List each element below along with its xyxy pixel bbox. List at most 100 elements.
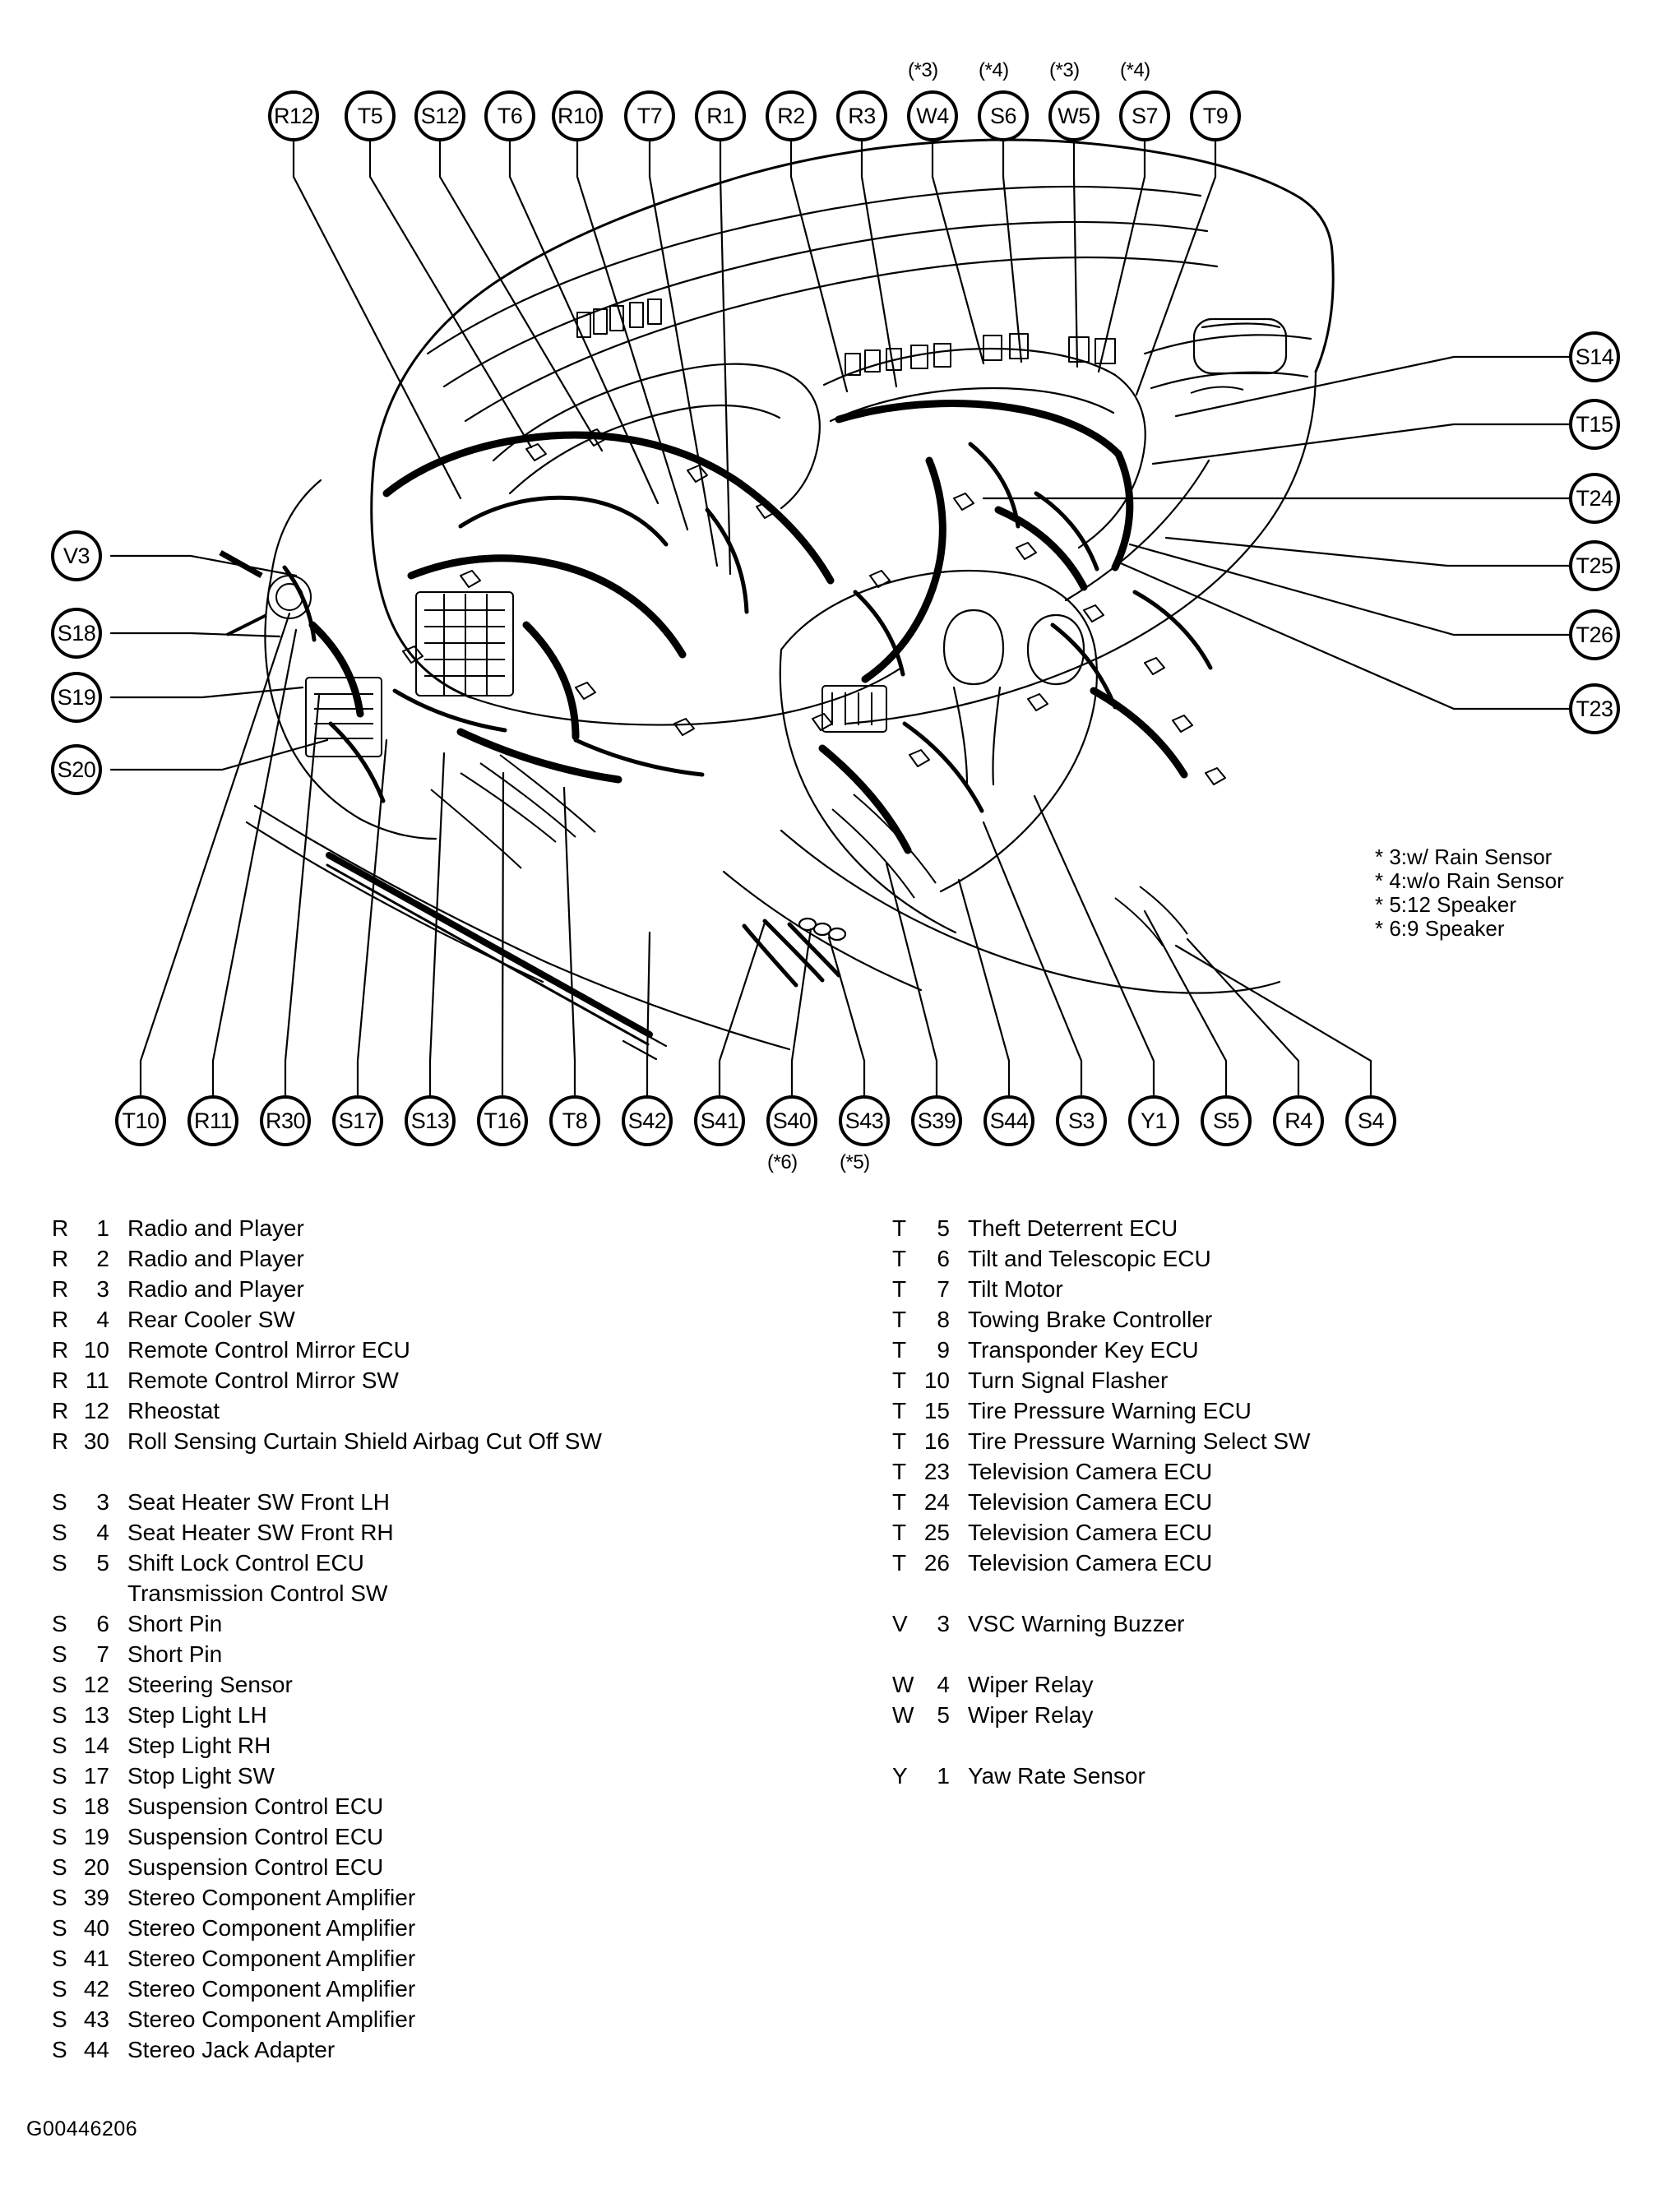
legend-description: Yaw Rate Sensor	[968, 1763, 1145, 1789]
callout-bottom-s42[interactable]: S42	[622, 1095, 673, 1146]
callout-top-s12[interactable]: S12	[414, 90, 465, 141]
wiring-harness-diagram: R12 T5 S12 T6 R10 T7 R1 R2 R3 W4 (*3) S6…	[51, 59, 1620, 1173]
callout-label: R10	[557, 103, 598, 128]
legend-description: Roll Sensing Curtain Shield Airbag Cut O…	[127, 1428, 602, 1454]
callout-right-t24[interactable]: T24	[1569, 473, 1620, 524]
callout-top-w5[interactable]: W5	[1048, 90, 1099, 141]
callout-label: S40	[772, 1108, 812, 1133]
callout-top-r12[interactable]: R12	[268, 90, 319, 141]
callout-bottom-t16[interactable]: T16	[477, 1095, 528, 1146]
callout-left-v3[interactable]: V3	[51, 530, 102, 581]
legend-description: Step Light LH	[127, 1702, 267, 1728]
callout-bottom-s3[interactable]: S3	[1056, 1095, 1107, 1146]
callout-top-r10[interactable]: R10	[552, 90, 603, 141]
legend-spacer	[892, 1733, 1311, 1763]
callout-top-r1[interactable]: R1	[695, 90, 746, 141]
callout-bottom-r11[interactable]: R11	[187, 1095, 238, 1146]
callout-top-t5[interactable]: T5	[345, 90, 396, 141]
callout-left-s20[interactable]: S20	[51, 744, 102, 795]
callout-right-s14[interactable]: S14	[1569, 331, 1620, 382]
instrument-panel-wire-harness-illustration	[109, 138, 1571, 1097]
legend-spacer	[892, 1641, 1311, 1672]
callout-bottom-s39[interactable]: S39	[911, 1095, 962, 1146]
callout-bottom-s41[interactable]: S41	[694, 1095, 745, 1146]
callout-top-s7[interactable]: S7	[1119, 90, 1170, 141]
callout-top-r3[interactable]: R3	[836, 90, 887, 141]
callout-label: R30	[265, 1108, 306, 1133]
callout-right-t25[interactable]: T25	[1569, 540, 1620, 591]
callout-right-t23[interactable]: T23	[1569, 683, 1620, 734]
callout-bottom-t10[interactable]: T10	[115, 1095, 166, 1146]
callout-bottom-y1[interactable]: Y1	[1128, 1095, 1179, 1146]
callout-bottom-s44[interactable]: S44	[983, 1095, 1034, 1146]
image-code: G00446206	[26, 2117, 138, 2140]
legend-description: VSC Warning Buzzer	[968, 1611, 1185, 1636]
callout-label: T6	[497, 103, 523, 128]
legend-description: Steering Sensor	[127, 1672, 293, 1697]
callout-top-t7[interactable]: T7	[624, 90, 675, 141]
callout-top-t9[interactable]: T9	[1190, 90, 1241, 141]
legend-description: Television Camera ECU	[968, 1520, 1213, 1545]
legend-description: Towing Brake Controller	[968, 1307, 1213, 1332]
callout-bottom-t8[interactable]: T8	[549, 1095, 600, 1146]
callout-note-w4: (*3)	[908, 59, 938, 81]
callout-top-s6[interactable]: S6	[978, 90, 1029, 141]
legend-left-continuation-12: Transmission Control SW	[52, 1580, 602, 1611]
callout-label: T16	[484, 1108, 521, 1133]
callout-label: T9	[1202, 103, 1229, 128]
callout-label: T5	[357, 103, 383, 128]
callout-top-r2[interactable]: R2	[766, 90, 817, 141]
callout-bottom-s4[interactable]: S4	[1345, 1095, 1396, 1146]
callout-bottom-s13[interactable]: S13	[405, 1095, 456, 1146]
callout-top-w4[interactable]: W4	[907, 90, 958, 141]
callout-label: T10	[122, 1108, 160, 1133]
callout-bottom-s40[interactable]: S40	[766, 1095, 817, 1146]
legend-description: Remote Control Mirror ECU	[127, 1337, 410, 1363]
callout-bottom-s17[interactable]: S17	[332, 1095, 383, 1146]
callout-label: T7	[636, 103, 663, 128]
callout-top-t6[interactable]: T6	[484, 90, 535, 141]
legend-description: Transmission Control SW	[127, 1580, 388, 1606]
callout-label: S44	[989, 1108, 1029, 1133]
callout-bottom-r4[interactable]: R4	[1273, 1095, 1324, 1146]
legend-description: Tilt and Telescopic ECU	[968, 1246, 1211, 1271]
callout-label: S6	[989, 103, 1017, 128]
callout-bottom-r30[interactable]: R30	[260, 1095, 311, 1146]
callout-right-t26[interactable]: T26	[1569, 609, 1620, 660]
callout-bottom-s43[interactable]: S43	[839, 1095, 890, 1146]
callout-bottom-s5[interactable]: S5	[1201, 1095, 1252, 1146]
callout-note-s6: (*4)	[979, 59, 1009, 81]
callout-right-t15[interactable]: T15	[1569, 399, 1620, 450]
legend-description: Shift Lock Control ECU	[127, 1550, 364, 1576]
legend-description: Tire Pressure Warning Select SW	[968, 1428, 1311, 1454]
callout-left-s18[interactable]: S18	[51, 608, 102, 659]
callout-left-s19[interactable]: S19	[51, 672, 102, 723]
